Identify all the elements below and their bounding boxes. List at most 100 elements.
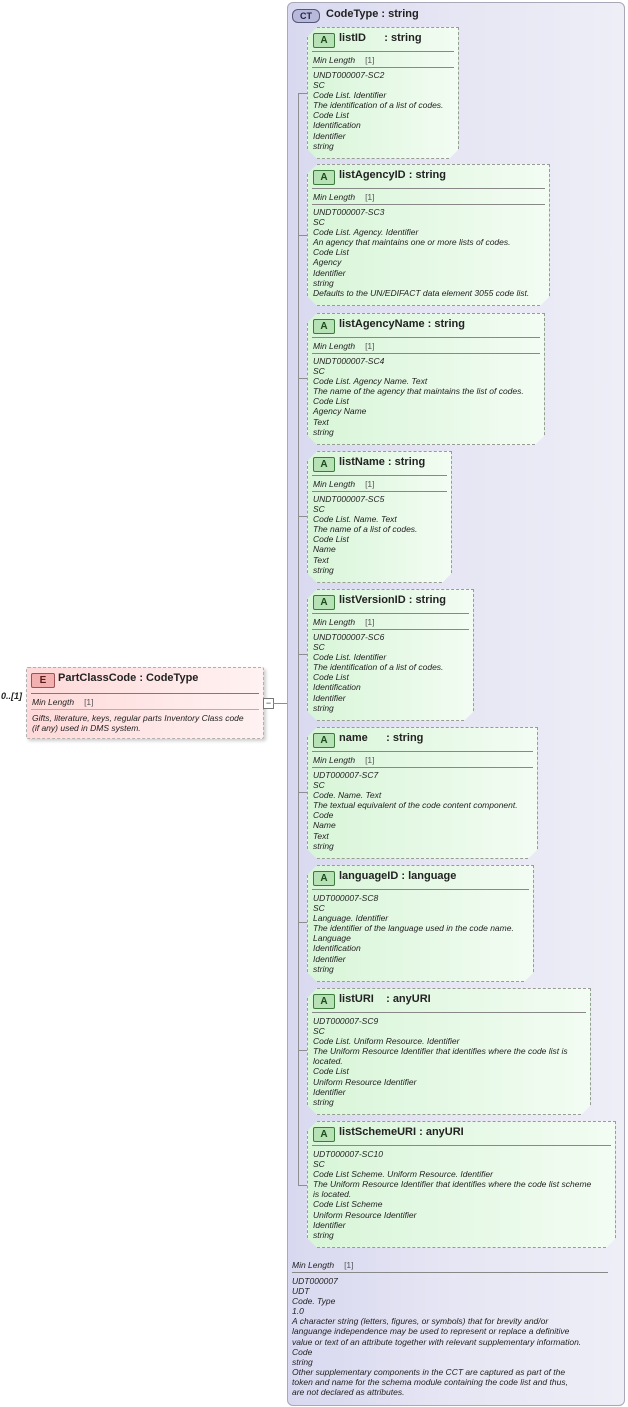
attribute-doc-line: Code List. Name. Text [313,514,397,525]
attribute-doc-line: Code List. Agency. Identifier [313,227,419,238]
attribute-title: listName : string [339,456,425,468]
attribute-doc-line: SC [313,366,325,377]
element-facet: Min Length[1] [32,697,94,707]
attribute-name: name [339,732,368,744]
attribute-doc-line: The identifier of the language used in t… [313,923,514,934]
attribute-doc-line: Agency [313,257,342,268]
complex-type-facet-label: Min Length [292,1260,335,1270]
complex-type-name: CodeType [326,8,379,20]
attribute-doc-line: The identification of a list of codes. [313,100,444,111]
attribute-divider-2 [312,67,454,68]
attribute-divider-2 [312,353,540,354]
attribute-doc-line: Identification [313,682,361,693]
attribute-doc-line: The name of a list of codes. [313,524,418,535]
attribute-doc-line: Code List. Uniform Resource. Identifier [313,1036,460,1047]
attribute-sep: : [386,732,393,744]
attribute-divider [312,1012,586,1013]
attribute-connector [298,1185,307,1186]
attribute-facet: Min Length[1] [313,192,545,202]
element-badge-icon: E [31,673,55,688]
element-divider-2 [31,709,259,710]
attribute-doc-line: An agency that maintains one or more lis… [313,237,511,248]
attribute-doc-line: Code List [313,247,349,258]
attribute-doc-line: SC [313,1026,325,1037]
attribute-doc-line: string [313,963,334,974]
attribute-title: listAgencyName : string [339,318,465,330]
attribute-doc-line: Code List [313,672,349,683]
attribute-doc-line: Agency Name [313,406,367,417]
attribute-title: languageID : language [339,870,456,882]
attribute-doc-line: string [313,840,334,851]
attribute-doc-line: The name of the agency that maintains th… [313,386,524,397]
attribute-doc-line: is located. [313,1189,352,1200]
element-connector [273,703,298,704]
attribute-sep: : [401,870,409,882]
complex-type-title: CodeType : string [326,8,419,20]
attribute-name: listAgencyName [339,318,425,330]
attribute-connector [298,1050,307,1051]
attribute-doc-line: Code List Scheme. Uniform Resource. Iden… [313,1169,493,1180]
attribute-doc-line: Identifier [313,130,346,141]
attribute-doc-line: SC [313,780,325,791]
attribute-facet-label: Min Length [313,55,356,65]
complex-type-doc-line: value or text of an attribute together w… [292,1336,582,1347]
attribute-doc-line: string [313,1096,334,1107]
attribute-name-pad [368,732,386,744]
complex-type-facet-value: [1] [344,1260,354,1270]
attribute-doc-line: Text [313,554,329,565]
attribute-type: string [392,732,424,744]
attribute-doc-line: Code List [313,110,349,121]
attribute-sep: : [408,169,416,181]
element-sep: : [136,672,147,684]
attribute-facet-value: [1] [365,55,375,65]
attribute-doc-line: Code List [313,534,349,545]
attribute-badge-icon: A [313,1127,335,1142]
attribute-doc-line: string [313,277,334,288]
attribute-title: listAgencyID : string [339,169,446,181]
complex-type-doc-line: UDT000007 [292,1276,338,1286]
element-facet-label: Min Length [32,697,75,707]
attribute-doc-line: Code List Scheme [313,1199,383,1210]
element-title: PartClassCode : CodeType [58,672,198,684]
attribute-badge-icon: A [313,733,335,748]
attribute-type: string [434,318,465,330]
attribute-title: name : string [339,732,423,744]
attribute-divider [312,889,529,890]
attribute-doc-line: SC [313,80,325,91]
attribute-connector [298,93,307,94]
attribute-sep: : [408,594,416,606]
attribute-type: language [408,870,457,882]
attribute-divider-2 [312,204,545,205]
attribute-sep: : [427,318,435,330]
attribute-facet-label: Min Length [313,479,356,489]
complex-type-doc-line: are not declared as attributes. [292,1387,405,1398]
attribute-type: string [415,169,446,181]
attribute-title: listURI : anyURI [339,993,431,1005]
attribute-doc-line: string [313,564,334,575]
attribute-divider [312,475,447,476]
attribute-divider [312,337,540,338]
attribute-divider [312,613,469,614]
attribute-doc-line: Identifier [313,267,346,278]
attribute-doc-line: Code List [313,396,349,407]
attribute-sep: : [384,32,391,44]
attribute-facet-value: [1] [365,479,375,489]
attribute-name: listName [339,456,385,468]
element-partclasscode[interactable]: E PartClassCode : CodeType Min Length[1]… [26,667,264,739]
element-doc-line1: Gifts, literature, keys, regular parts I… [32,713,244,723]
attribute-doc-line: Code List. Identifier [313,90,387,101]
attribute-divider-2 [312,629,469,630]
